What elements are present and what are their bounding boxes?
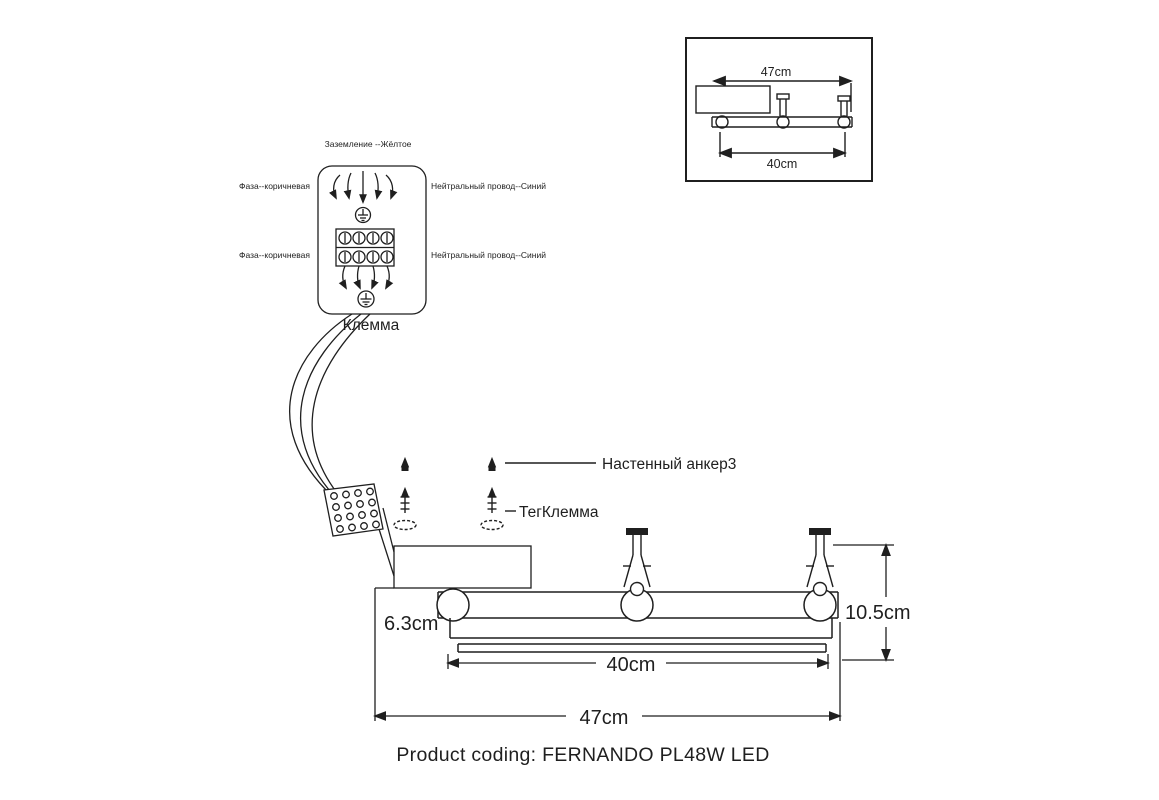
inset-dim-inner-label: 40cm [767,157,798,171]
neutral-wire-label-top: Нейтральный провод--Синий [431,181,546,191]
lamp-holder-right [806,528,834,597]
phase-wire-label-bottom: Фаза--коричневая [239,250,310,260]
anchors-and-screws [393,456,596,531]
dimension-lines [373,543,894,721]
terminal-block-name: Клемма [343,317,400,334]
terminal-callout-label: ТегКлемма [519,504,599,521]
canopy-height-label: 6.3cm [384,613,438,635]
lamp-holder-middle [623,528,651,597]
outer-width-label: 47cm [580,707,629,729]
wall-anchor-label: Настенный анкер3 [602,456,736,473]
inset-dim-outer-label: 47cm [761,65,792,79]
product-coding-caption: Product coding: FERNANDO PL48W LED [396,744,769,766]
ground-wire-label: Заземление --Жёлтое [325,139,412,149]
terminal-block-drawing [317,165,427,315]
fixture-bar [436,588,839,653]
inset-overview-drawing [685,37,873,182]
phase-wire-label-top: Фаза--коричневая [239,181,310,191]
neutral-wire-label-bottom: Нейтральный провод--Синий [431,250,546,260]
inner-width-label: 40cm [607,654,656,676]
fixture-height-label: 10.5cm [845,602,911,624]
wires-and-ceiling-plate [289,313,532,589]
